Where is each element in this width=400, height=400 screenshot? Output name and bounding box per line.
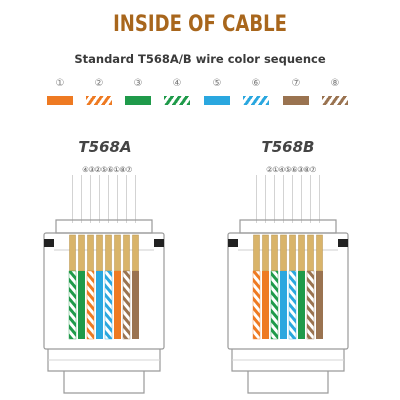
contact-pin [316,234,323,272]
page-subtitle: Standard T568A/B wire color sequence [74,52,326,66]
legend-number-8: ⑧ [330,78,340,89]
legend-swatch-2 [86,96,112,105]
page-title: INSIDE OF CABLE [113,12,287,37]
contact-pin [298,234,305,272]
gold-contacts [69,234,139,272]
legend-number-3: ③ [133,78,143,89]
contact-pin [262,234,269,272]
wire-group [68,270,139,340]
contact-pin [271,234,278,272]
legend-number-7: ⑦ [291,78,301,89]
gold-contacts [253,234,323,272]
legend-swatch-1 [47,96,73,105]
wire-6 [114,271,121,339]
plug-body [227,219,349,394]
contact-pin [87,234,94,272]
contact-pin [280,234,287,272]
legend-number-4: ④ [172,78,182,89]
wire-group [252,270,323,340]
contact-pin [69,234,76,272]
legend-swatch-8 [322,96,348,105]
contact-pin [289,234,296,272]
contact-pin [114,234,121,272]
t568b-label: T568B [261,138,315,156]
t568a-connector-diagram [43,175,165,394]
contact-pin [307,234,314,272]
legend-swatch-7 [283,96,309,105]
wire-7 [122,270,131,340]
wire-5 [104,270,113,340]
t568b-pin-order: ②①④⑤⑥③⑧⑦ [266,165,316,174]
contact-pin [96,234,103,272]
wire-1 [252,270,261,340]
wire-4 [96,271,103,339]
wire-8 [132,271,139,339]
wire-1 [68,270,77,340]
contact-pin [78,234,85,272]
wire-4 [280,271,287,339]
t568a-label: T568A [78,138,132,156]
legend-number-2: ② [94,78,104,89]
contact-pin [132,234,139,272]
contact-pin [123,234,130,272]
wire-8 [316,271,323,339]
legend-swatch-5 [204,96,230,105]
wire-6 [298,271,305,339]
wire-2 [78,271,85,339]
legend-number-1: ① [55,78,65,89]
wire-2 [262,271,269,339]
legend-number-5: ⑤ [212,78,222,89]
t568b-connector-diagram [227,175,349,394]
contact-pin [105,234,112,272]
legend-swatch-3 [125,96,151,105]
legend-swatch-4 [164,96,190,105]
legend-number-6: ⑥ [251,78,261,89]
plug-body [43,219,165,394]
wire-5 [288,270,297,340]
legend-swatch-6 [243,96,269,105]
contact-pin [253,234,260,272]
wire-3 [270,270,279,340]
wire-7 [306,270,315,340]
wire-3 [86,270,95,340]
t568a-pin-order: ④③②⑤⑥①⑧⑦ [82,165,132,174]
